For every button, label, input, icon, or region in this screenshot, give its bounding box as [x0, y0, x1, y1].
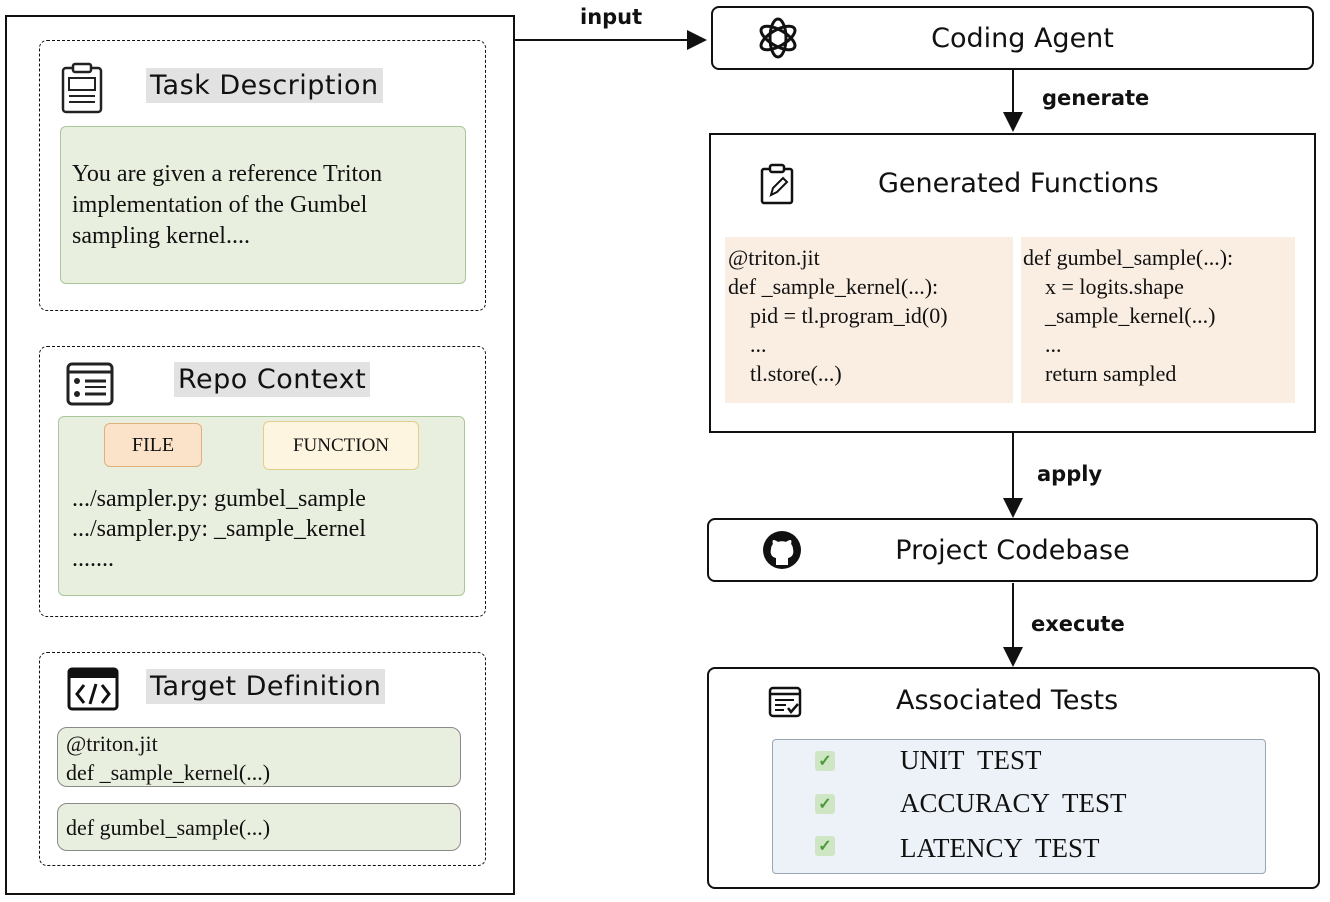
repo-line: ....... [72, 546, 114, 572]
code-icon [67, 667, 119, 711]
list-icon [66, 362, 114, 406]
check-icon: ✓ [815, 794, 835, 814]
latency-test-label: LATENCY TEST [900, 833, 1100, 863]
checklist-icon [768, 686, 804, 718]
check-icon: ✓ [815, 836, 835, 856]
generate-label: generate [1042, 86, 1150, 110]
project-codebase-box [707, 518, 1318, 582]
clipboard-pen-icon [760, 163, 794, 205]
check-icon: ✓ [815, 751, 835, 771]
target-definition-section [39, 652, 486, 866]
repo-context-section [39, 346, 486, 617]
task-description-text: You are given a reference Triton impleme… [60, 126, 466, 284]
file-tag: FILE [104, 423, 202, 467]
repo-context-title: Repo Context [174, 362, 371, 397]
target-definition-title: Target Definition [146, 669, 386, 704]
openai-logo-icon [754, 14, 802, 62]
github-icon [762, 530, 802, 570]
target-kernel-box: @triton.jit def _sample_kernel(...) [57, 727, 461, 787]
apply-label: apply [1037, 462, 1103, 486]
associated-tests-title: Associated Tests [896, 685, 1119, 716]
repo-line: .../sampler.py: gumbel_sample [72, 486, 366, 512]
unit-test-label: UNIT TEST [900, 745, 1042, 775]
test-list [772, 739, 1266, 874]
coding-agent-box [711, 6, 1314, 70]
repo-file-list: .../sampler.py: gumbel_sample .../sample… [72, 484, 366, 574]
clipboard-icon [60, 62, 104, 114]
project-codebase-title: Project Codebase [895, 534, 1130, 566]
generated-functions-title: Generated Functions [878, 168, 1159, 199]
repo-line: .../sampler.py: _sample_kernel [72, 516, 366, 542]
coding-agent-title: Coding Agent [931, 22, 1114, 54]
input-panel [5, 15, 515, 895]
task-description-title: Task Description [146, 68, 383, 103]
execute-label: execute [1031, 612, 1125, 636]
task-description-section [39, 40, 486, 311]
generated-wrapper-code: def gumbel_sample(...): x = logits.shape… [1021, 237, 1295, 403]
generated-functions-box [709, 133, 1316, 433]
function-tag: FUNCTION [263, 421, 419, 470]
generated-kernel-code: @triton.jit def _sample_kernel(...): pid… [725, 237, 1013, 403]
input-label: input [580, 5, 643, 29]
target-function-box: def gumbel_sample(...) [57, 803, 461, 851]
accuracy-test-label: ACCURACY TEST [900, 788, 1127, 818]
